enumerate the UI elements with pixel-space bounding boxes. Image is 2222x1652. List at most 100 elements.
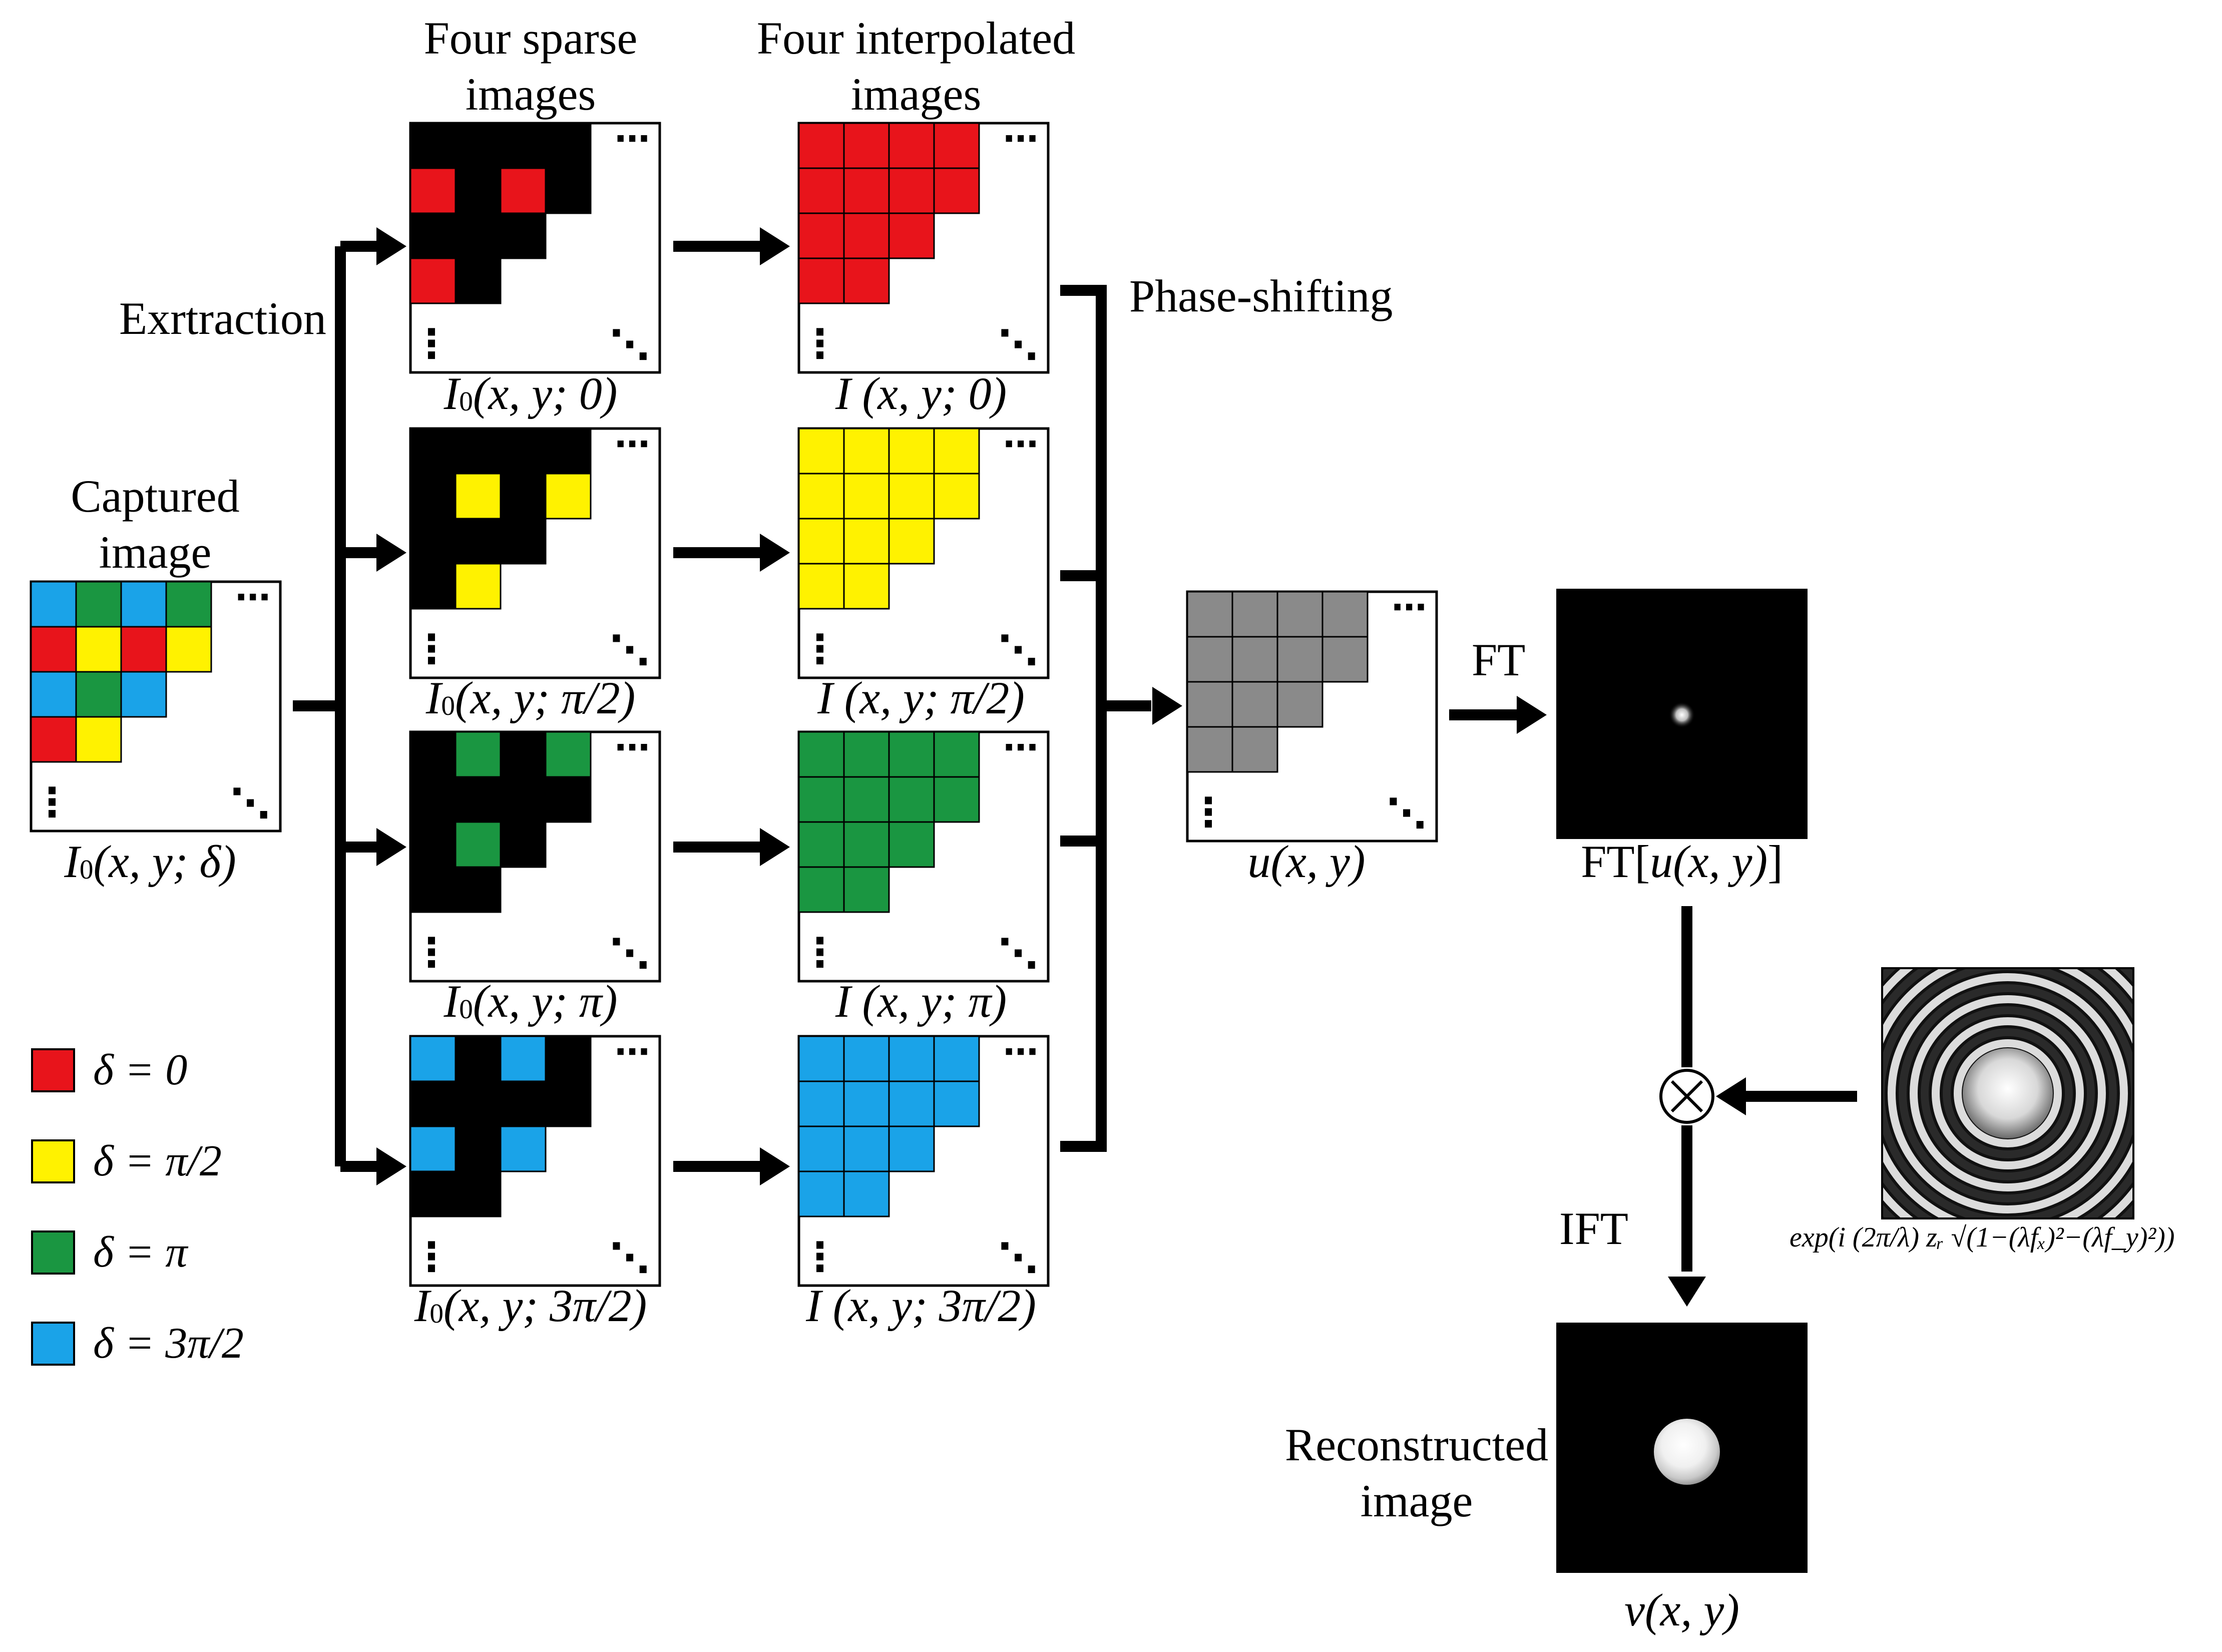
interpolated-image-2-cell	[888, 821, 935, 868]
interpolated-image-0-cell	[933, 122, 980, 169]
arrow-head	[760, 534, 790, 572]
interpolated-image-2-cell	[933, 776, 980, 823]
zone-ring	[1899, 984, 2117, 1202]
ellipsis-glyph: ⋯	[615, 118, 650, 159]
sparse-image-2-cell	[500, 731, 547, 778]
complex-field-grid-cell	[1186, 591, 1233, 638]
arrow-head	[760, 227, 790, 265]
sparse-image-2: ⋯⋮⋱	[409, 727, 661, 983]
zone-ring	[1888, 973, 2128, 1213]
sparse-image-0-cell	[545, 167, 592, 214]
interpolated-image-0-cell	[798, 257, 845, 304]
interpolated-image-2: ⋯⋮⋱	[797, 727, 1050, 983]
vdots-glyph: ⋮	[1188, 789, 1228, 836]
ellipsis-glyph: ⋯	[615, 424, 650, 465]
complex-field-grid-cell	[1276, 636, 1323, 683]
legend-label-0: δ = 0	[93, 1046, 188, 1094]
ellipsis-glyph: ⋯	[1003, 424, 1038, 465]
vdots-glyph: ⋮	[800, 1233, 840, 1280]
sparse-image-0-cell	[455, 167, 502, 214]
sparse-image-1-cell	[409, 473, 457, 520]
interpolated-image-1-cell	[843, 518, 890, 565]
pixel-grids: ⋯⋮⋱⋯⋮⋱⋯⋮⋱⋯⋮⋱⋯⋮⋱⋯⋮⋱⋯⋮⋱⋯⋮⋱⋯⋮⋱⋯⋮⋱	[30, 118, 1438, 1287]
ellipsis-glyph: ⋯	[235, 577, 270, 618]
interpolated-image-1-cell	[798, 428, 845, 475]
sparse-image-2-cell	[545, 731, 592, 778]
reconstructed-image	[1556, 1323, 1808, 1573]
arrow-head	[1716, 1077, 1746, 1115]
interpolated-image-0-cell	[888, 122, 935, 169]
captured-image-grid-cell	[30, 671, 77, 718]
sparse-image-2-cell	[545, 776, 592, 823]
sparse-image-0: ⋯⋮⋱	[409, 118, 661, 374]
interpolated-image-2-cell	[843, 776, 890, 823]
sparse-image-3-cell	[409, 1125, 457, 1172]
sparse-image-0-cell	[409, 122, 457, 169]
interpolated-image-2-cell	[798, 866, 845, 913]
legend-label-2: δ = π	[93, 1228, 188, 1277]
interpolated-image-0-cell	[843, 257, 890, 304]
sparse-image-3-cell	[409, 1170, 457, 1217]
captured-image-grid-cell	[165, 581, 212, 628]
sparse-image-2-cell	[500, 821, 547, 868]
ddots-glyph: ⋱	[998, 321, 1038, 368]
ellipsis-glyph: ⋯	[615, 727, 650, 768]
ddots-glyph: ⋱	[998, 627, 1038, 673]
sparse-image-0-cell	[455, 212, 502, 259]
interpolated-image-0: ⋯⋮⋱	[797, 118, 1050, 374]
ddots-glyph: ⋱	[998, 1234, 1038, 1281]
sparse-image-2-cell	[500, 776, 547, 823]
interpolated-image-1-cell	[888, 473, 935, 520]
ddots-glyph: ⋱	[1387, 790, 1427, 837]
ft-u-label: FT[u(x, y)]	[1581, 836, 1783, 887]
interpolated-image-3-cell	[933, 1035, 980, 1082]
captured-image-grid-cell	[75, 671, 122, 718]
captured-image-grid-cell	[30, 626, 77, 673]
interpolated-image-3-cell	[888, 1080, 935, 1127]
ft-label: FT	[1472, 634, 1526, 685]
interp-label-3: I (x, y; 3π/2)	[806, 1280, 1036, 1331]
sparse-image-2-cell	[409, 776, 457, 823]
flow-connectors	[293, 227, 1857, 1307]
arrow-head	[1152, 687, 1182, 725]
captured-image-grid-cell	[120, 626, 167, 673]
sparse-image-1-cell	[545, 473, 592, 520]
interpolated-image-2-cell	[798, 821, 845, 868]
vdots-glyph: ⋮	[32, 779, 72, 825]
legend-label-1: δ = π/2	[93, 1137, 222, 1185]
sparse-image-2-cell	[409, 866, 457, 913]
extraction-label: Exrtraction	[119, 293, 326, 344]
legend-swatch-1	[31, 1139, 75, 1183]
legend-swatch-3	[31, 1322, 75, 1366]
interpolated-image-3-cell	[933, 1080, 980, 1127]
interpolated-image-2-cell	[843, 866, 890, 913]
interpolated-image-0-cell	[843, 122, 890, 169]
vdots-glyph: ⋮	[800, 320, 840, 367]
interpolated-image-2-cell	[888, 731, 935, 778]
sparse-image-2-cell	[455, 776, 502, 823]
multiply-node	[1659, 1069, 1714, 1124]
complex-field-grid-cell	[1276, 681, 1323, 728]
arrow-head	[1517, 696, 1547, 734]
interpolated-image-1-cell	[843, 428, 890, 475]
sparse-image-1-cell	[409, 428, 457, 475]
interpolated-image-3-cell	[798, 1125, 845, 1172]
complex-field-grid-cell	[1231, 636, 1278, 683]
zone-ring	[1943, 1028, 2073, 1158]
interpolated-image-1-cell	[888, 428, 935, 475]
vdots-glyph: ⋮	[411, 929, 452, 976]
complex-field-grid-cell	[1186, 636, 1233, 683]
interp-label-0: I (x, y; 0)	[835, 368, 1007, 419]
sparse-image-3-cell	[455, 1035, 502, 1082]
captured-image-grid-cell	[30, 581, 77, 628]
sparse-image-3-cell	[455, 1080, 502, 1127]
interpolated-image-3-cell	[843, 1035, 890, 1082]
captured-image-grid-cell	[75, 581, 122, 628]
interpolated-image-1: ⋯⋮⋱	[797, 424, 1050, 679]
sparse-image-3-cell	[500, 1080, 547, 1127]
sparse-label-2: I0(x, y; π)	[443, 976, 618, 1027]
sparse-image-1-cell	[455, 563, 502, 610]
sparse-label-0: I0(x, y; 0)	[443, 368, 618, 419]
